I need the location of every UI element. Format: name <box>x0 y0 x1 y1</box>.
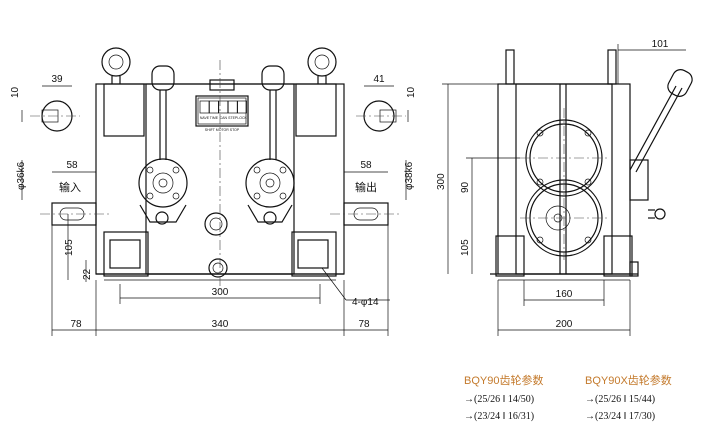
dim-right-shaft-len: 58 <box>360 160 372 171</box>
dim-gear-center: 90 <box>460 181 471 193</box>
left-lever <box>138 65 188 225</box>
params-bqy90x-row-2: →(23/24 ‖ 17/30) <box>585 411 656 422</box>
dim-left-base: 22 <box>82 268 93 280</box>
params-bqy90: BQY90齿轮参数 →(25/26 ‖ 14/50) →(23/24 ‖ 16/… <box>464 372 543 422</box>
dim-top-right-key: 10 <box>406 86 417 98</box>
dim-right-shaft-dia: φ38k6 <box>404 161 415 190</box>
panel-cell-label: TIME <box>210 116 219 120</box>
label-output: 输出 <box>355 180 377 194</box>
right-lever <box>245 65 295 225</box>
dim-total-height: 300 <box>436 173 447 190</box>
side-lever <box>629 69 693 220</box>
dim-top-right-width: 41 <box>373 74 385 85</box>
panel-cell-label: STEP <box>228 116 238 120</box>
dim-left-shaft-dia: φ36k6 <box>16 161 27 190</box>
dim-holes: 4-φ14 <box>352 297 379 308</box>
panel-cell <box>227 100 238 114</box>
params-bqy90-row-2: →(23/24 ‖ 16/31) <box>464 411 535 422</box>
dim-right-overhang: 78 <box>358 319 370 330</box>
panel-cell-label: CAN <box>220 116 228 120</box>
dim-left-shaft-len: 58 <box>66 160 78 171</box>
dim-top-left-key: 10 <box>10 86 21 98</box>
panel-cell <box>199 100 210 114</box>
panel-cell <box>218 100 229 114</box>
panel-cell <box>209 100 219 114</box>
params-bqy90x-row-1: →(25/26 ‖ 15/44) <box>585 394 656 405</box>
dim-inner-width: 300 <box>212 287 229 298</box>
params-bqy90-title: BQY90齿轮参数 <box>464 375 544 387</box>
dim-lever-offset: 101 <box>652 39 669 50</box>
panel-caption: SHIFT MOTOR STOP <box>205 128 240 132</box>
panel-cell-label: NAVE <box>200 116 210 120</box>
dim-top-left-width: 39 <box>51 74 63 85</box>
panel-cell <box>237 100 247 114</box>
dim-total-width-side: 200 <box>556 319 573 330</box>
dim-left-overhang: 78 <box>70 319 82 330</box>
params-bqy90x: BQY90X齿轮参数 →(25/26 ‖ 15/44) →(23/24 ‖ 17… <box>585 372 672 422</box>
label-input: 输入 <box>59 180 81 194</box>
dim-base-height: 105 <box>460 239 471 256</box>
params-bqy90x-title: BQY90X齿轮参数 <box>585 375 672 387</box>
dim-inner-width-side: 160 <box>556 289 573 300</box>
dim-left-height: 105 <box>64 239 75 256</box>
panel-cell-label: LOCK <box>237 116 247 120</box>
side-view: 101 300 90 105 160 200 <box>436 39 693 336</box>
params-bqy90-row-1: →(25/26 ‖ 14/50) <box>464 394 535 405</box>
dim-total-width: 340 <box>212 319 229 330</box>
